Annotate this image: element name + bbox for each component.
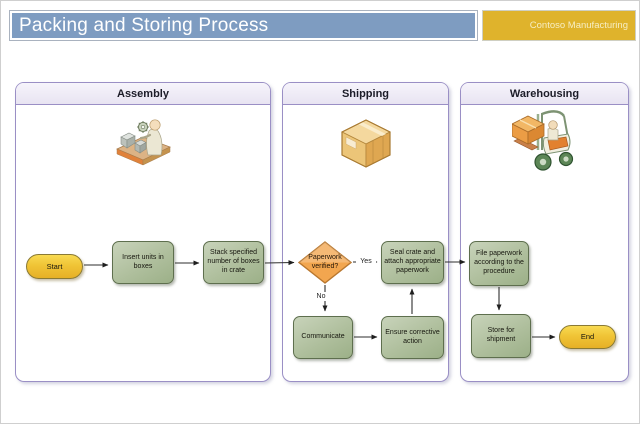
page-title-bar: Packing and Storing Process	[9, 10, 478, 41]
lane-warehousing-title: Warehousing	[509, 87, 580, 100]
assembly-worker-icon	[110, 110, 176, 173]
company-badge-label: Contoso Manufacturing	[529, 20, 628, 31]
lane-shipping-header: Shipping	[283, 83, 448, 105]
lane-warehousing-header: Warehousing	[461, 83, 628, 105]
edge-label-yes: Yes	[356, 257, 376, 266]
lane-shipping-title: Shipping	[341, 87, 390, 100]
node-paperwork-verified: Paperwork verified?	[297, 241, 353, 284]
forklift-icon	[510, 108, 578, 177]
node-end: End	[559, 325, 616, 349]
node-insert-units: Insert units in boxes	[112, 241, 174, 284]
page-title: Packing and Storing Process	[19, 14, 269, 36]
title-bar: Packing and Storing Process Contoso Manu…	[9, 10, 636, 41]
node-start: Start	[26, 254, 83, 279]
package-box-icon	[339, 118, 393, 173]
node-seal-crate: Seal crate and attach appropriate paperw…	[381, 241, 444, 284]
lane-assembly-header: Assembly	[16, 83, 270, 105]
node-stack-boxes: Stack specified number of boxes in crate	[203, 241, 264, 284]
company-badge: Contoso Manufacturing	[482, 10, 636, 41]
node-store-shipment: Store for shipment	[471, 314, 531, 358]
lane-assembly: Assembly	[15, 82, 271, 382]
node-communicate: Communicate	[293, 316, 353, 359]
node-paperwork-verified-label: Paperwork verified?	[308, 254, 342, 270]
lane-assembly-title: Assembly	[117, 87, 169, 100]
node-file-paperwork: File paperwork according to the procedur…	[469, 241, 529, 286]
edge-label-no: No	[313, 292, 329, 301]
node-ensure-corrective: Ensure corrective action	[381, 316, 444, 359]
